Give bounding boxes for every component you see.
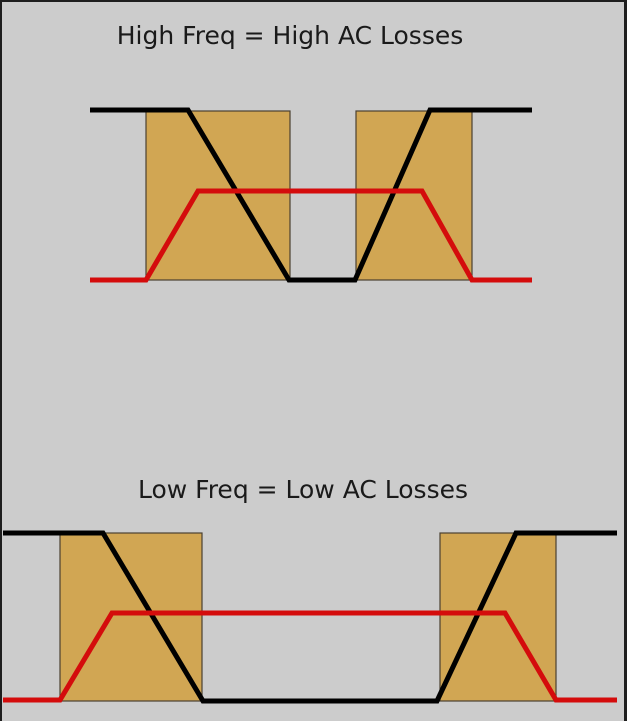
voltage-waveform bbox=[3, 530, 617, 704]
loss-region-turn-on bbox=[439, 532, 557, 702]
panel-low-frequency: Low Freq = Low AC Losses bbox=[3, 475, 617, 704]
panel-high-frequency: High Freq = High AC Losses bbox=[90, 21, 532, 283]
current-waveform bbox=[3, 610, 617, 703]
panel-title-high-freq: High Freq = High AC Losses bbox=[117, 21, 464, 50]
loss-region-turn-on bbox=[355, 110, 473, 281]
loss-region-turn-off bbox=[145, 110, 291, 281]
voltage-waveform bbox=[90, 107, 532, 283]
panel-title-low-freq: Low Freq = Low AC Losses bbox=[138, 475, 468, 504]
current-waveform bbox=[90, 188, 532, 283]
loss-region-turn-off bbox=[59, 532, 203, 702]
